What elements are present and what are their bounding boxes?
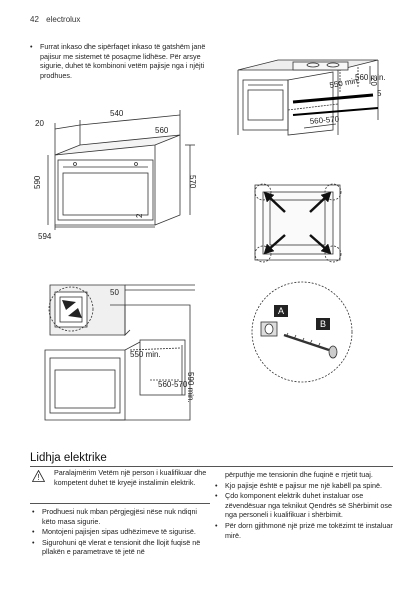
dim-label: 50: [110, 288, 119, 297]
continuation-text: përputhje me tensionin dhe fuqinë e rrje…: [225, 470, 373, 479]
dim-label: 570: [188, 175, 197, 189]
list-item-text: Montojeni pajisjen sipas udhëzimeve të s…: [42, 527, 196, 537]
section-title: Lidhja elektrike: [30, 452, 107, 464]
dim-label: 550 min.: [329, 76, 361, 90]
bullet-icon: •: [32, 507, 35, 516]
list-item: • Sigurohuni që vlerat e tensionit dhe ll…: [32, 538, 212, 557]
list-item-text: Sigurohuni që vlerat e tensionit dhe llo…: [42, 537, 201, 557]
page-header: 42 electrolux: [30, 15, 80, 24]
left-bullet-list: • Prodhuesi nuk mban përgjegjësi nëse nuk…: [32, 507, 212, 558]
warning-icon: !: [32, 470, 45, 482]
list-item: • Montojeni pajisjen sipas udhëzimeve të …: [32, 527, 212, 537]
dim-label: 2: [135, 213, 144, 218]
dim-label: 594: [38, 232, 52, 240]
bullet-icon: •: [32, 527, 35, 537]
dim-label: 560-570: [309, 114, 340, 126]
screw-detail-diagram: A B: [251, 281, 353, 383]
dim-label: 590 min.: [186, 372, 195, 403]
right-bullet-list: përputhje me tensionin dhe fuqinë e rrje…: [215, 470, 395, 541]
part-a-label: A: [278, 306, 284, 316]
list-item-text: Kjo pajisje është e pajisur me një kabël…: [225, 480, 383, 490]
dim-label: 560: [155, 126, 169, 135]
list-item: • Çdo komponent elektrik duhet instaluar …: [215, 491, 395, 520]
dim-label: 540: [110, 109, 124, 118]
page-number: 42: [30, 15, 39, 24]
list-item-text: Çdo komponent elektrik duhet instaluar o…: [225, 491, 393, 520]
bullet-icon: •: [30, 42, 33, 51]
intro-text: Furrat inkaso dhe sipërfaqet inkaso të g…: [40, 42, 206, 80]
list-item: • Prodhuesi nuk mban përgjegjësi nëse nuk…: [32, 507, 212, 526]
dim-label: 560-570: [158, 380, 188, 389]
warning-block: ! Paralajmërim Vetëm një person i kualif…: [32, 468, 212, 487]
warning-divider: [30, 503, 210, 504]
section-divider: [30, 466, 393, 467]
dim-label: 550 min.: [130, 350, 161, 359]
cabinet-install-diagram: 560 min. 550 min. 20 5 560-570: [237, 59, 386, 136]
tall-cabinet-install-diagram: 50 550 min. 560-570 590 min.: [44, 284, 195, 421]
bullet-icon: •: [215, 520, 218, 530]
dim-label: 5: [377, 89, 382, 98]
part-b-label: B: [320, 319, 326, 329]
dim-label: 20: [35, 119, 44, 128]
bullet-icon: •: [32, 537, 35, 547]
dim-label: 560 min.: [355, 73, 386, 82]
list-item: • Për dorn gjithmonë një prizë me tokëzim…: [215, 521, 395, 540]
dim-label: 20: [369, 77, 378, 86]
svg-text:!: !: [37, 473, 39, 482]
intro-paragraph: • Furrat inkaso dhe sipërfaqet inkaso të…: [30, 42, 210, 80]
bullet-icon: •: [215, 491, 218, 501]
oven-dimensions-diagram: 540 20 560 590 570 2 594: [33, 109, 197, 240]
list-item-text: Prodhuesi nuk mban përgjegjësi nëse nuk …: [42, 507, 198, 526]
oven-front-fixing-diagram: [254, 183, 342, 263]
dim-label: 590: [33, 175, 42, 189]
list-item-text: Për dorn gjithmonë një prizë me tokëzimt…: [225, 520, 393, 540]
list-item: • Kjo pajisje është e pajisur me një kabë…: [215, 481, 395, 491]
warning-text: Paralajmërim Vetëm një person i kualifik…: [54, 468, 207, 487]
bullet-icon: •: [215, 480, 218, 490]
brand-name: electrolux: [46, 15, 81, 24]
